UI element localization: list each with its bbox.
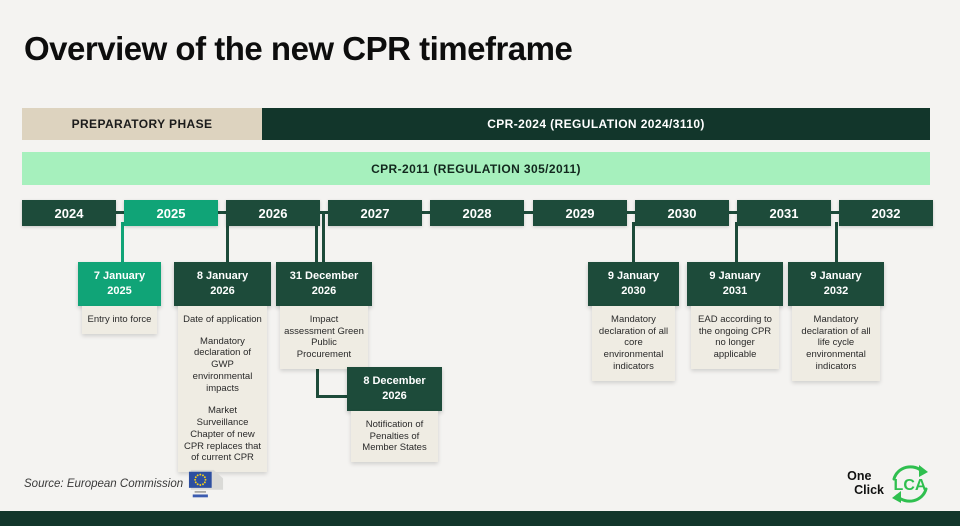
event-description: Mandatory declaration of all core enviro… [592,305,675,382]
event-date: 31 December 2026 [276,262,372,306]
event-date: 8 January 2026 [174,262,271,306]
connector-2026-jan [226,222,229,262]
bottom-accent-bar [0,511,960,526]
event-callout-9jan2032: 9 January 2032 Mandatory declaration of … [788,262,884,382]
event-callout-31dec2026: 31 December 2026 Impact assessment Green… [276,262,372,370]
cpr-2011-label: CPR-2011 (REGULATION 305/2011) [371,161,581,176]
year-box-2024: 2024 [22,200,116,226]
cpr-2024-label: CPR-2024 (REGULATION 2024/3110) [487,117,705,131]
connector-2031 [735,222,738,262]
event-date: 7 January 2025 [78,262,161,306]
event-description: Entry into force [82,305,157,334]
cpr-2024-bar: CPR-2024 (REGULATION 2024/3110) [262,108,930,140]
event-date: 9 January 2031 [687,262,783,306]
preparatory-phase-label: PREPARATORY PHASE [71,117,213,131]
event-callout-9jan2030: 9 January 2030 Mandatory declaration of … [588,262,679,382]
connector-8dec-horizontal [316,395,348,398]
event-callout-9jan2031: 9 January 2031 EAD according to the ongo… [687,262,783,370]
european-commission-flag-icon [185,467,227,508]
year-box-2026: 2026 [226,200,320,226]
connector-2025 [121,222,124,262]
connector-2026-dec-b [322,212,325,262]
year-box-2031: 2031 [737,200,831,226]
year-box-2028: 2028 [430,200,524,226]
event-callout-7jan2025: 7 January 2025 Entry into force [78,262,161,334]
year-box-2029: 2029 [533,200,627,226]
cpr-2011-bar: CPR-2011 (REGULATION 305/2011) [22,152,930,185]
event-date: 9 January 2030 [588,262,679,306]
year-box-2025: 2025 [124,200,218,226]
event-callout-8jan2026: 8 January 2026 Date of application Manda… [174,262,271,473]
connector-8dec-vertical [316,347,319,398]
event-description: Impact assessment Green Public Procureme… [280,305,368,370]
event-date: 9 January 2032 [788,262,884,306]
year-box-2030: 2030 [635,200,729,226]
year-box-2027: 2027 [328,200,422,226]
preparatory-phase-bar: PREPARATORY PHASE [22,108,262,140]
event-description: Mandatory declaration of all life cycle … [792,305,880,382]
event-description: EAD according to the ongoing CPR no long… [691,305,779,370]
one-click-wordmark: One Click [847,469,884,497]
connector-2030 [632,222,635,262]
connector-2026-dec-a [315,212,318,262]
lca-recycle-icon: LCA [892,465,928,503]
event-callout-8dec2026: 8 December 2026 Notification of Penaltie… [347,367,442,463]
event-description: Notification of Penalties of Member Stat… [351,410,438,463]
event-date: 8 December 2026 [347,367,442,411]
source-attribution: Source: European Commission [24,478,184,490]
lca-acronym: LCA [894,477,927,494]
year-box-2032: 2032 [839,200,933,226]
connector-2032 [835,222,838,262]
one-click-lca-logo: One Click LCA [847,461,934,507]
page-title: Overview of the new CPR timeframe [24,30,573,67]
event-description: Date of application Mandatory declaratio… [178,305,267,473]
